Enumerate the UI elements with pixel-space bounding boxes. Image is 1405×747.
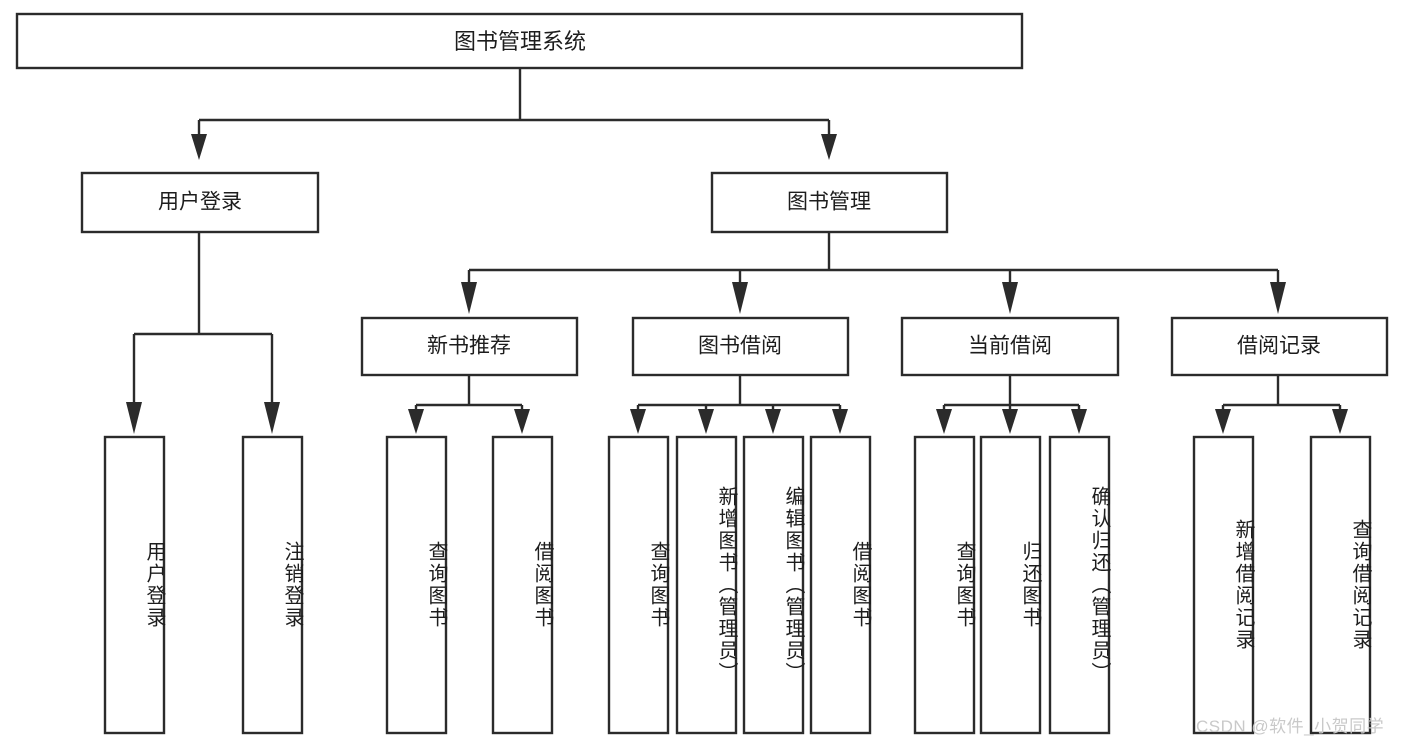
node-current-borrow-box[interactable] bbox=[900, 316, 1120, 377]
arrow-leaf-edit-book bbox=[765, 409, 781, 434]
arrow-leaf-query-record bbox=[1332, 409, 1348, 434]
node-root-box[interactable] bbox=[15, 12, 1024, 70]
watermark-text: CSDN @软件_小贺同学 bbox=[1196, 717, 1385, 736]
arrow-leaf-add-book bbox=[698, 409, 714, 434]
node-root-label: 图书管理系统 bbox=[454, 29, 586, 54]
node-leaf-query-book-2-box[interactable] bbox=[607, 435, 670, 735]
node-user-login[interactable]: 用户登录 bbox=[80, 171, 320, 234]
node-borrow-record[interactable]: 借阅记录 bbox=[1170, 316, 1389, 377]
node-current-borrow[interactable]: 当前借阅 bbox=[900, 316, 1120, 377]
node-borrow-record-box[interactable] bbox=[1170, 316, 1389, 377]
node-leaf-logout-box[interactable] bbox=[241, 435, 304, 735]
node-book-manage-label: 图书管理 bbox=[787, 191, 871, 214]
node-new-book-recommend-label: 新书推荐 bbox=[427, 335, 511, 358]
arrow-leaf-borrow-book-1 bbox=[514, 409, 530, 434]
node-root[interactable]: 图书管理系统 bbox=[15, 12, 1024, 70]
node-user-login-label: 用户登录 bbox=[158, 191, 242, 214]
node-leaf-query-book-1-box[interactable] bbox=[385, 435, 448, 735]
arrow-leaf-user-login bbox=[126, 402, 142, 434]
node-book-borrow-label: 图书借阅 bbox=[698, 335, 782, 358]
node-book-manage[interactable]: 图书管理 bbox=[710, 171, 949, 234]
node-leaf-borrow-book-1-box[interactable] bbox=[491, 435, 554, 735]
arrow-to-current-borrow bbox=[1002, 282, 1018, 314]
arrow-leaf-borrow-book-2 bbox=[832, 409, 848, 434]
node-book-manage-box[interactable] bbox=[710, 171, 949, 234]
node-borrow-record-label: 借阅记录 bbox=[1237, 335, 1321, 358]
node-user-login-box[interactable] bbox=[80, 171, 320, 234]
arrow-leaf-query-book-3 bbox=[936, 409, 952, 434]
arrow-to-book-borrow bbox=[732, 282, 748, 314]
node-leaf-query-book-3-box[interactable] bbox=[913, 435, 976, 735]
connector-layer bbox=[126, 68, 1348, 434]
arrow-to-borrow-record bbox=[1270, 282, 1286, 314]
arrow-to-user-login bbox=[191, 134, 207, 160]
arrow-leaf-confirm-return bbox=[1071, 409, 1087, 434]
node-book-borrow-box[interactable] bbox=[631, 316, 850, 377]
node-leaf-add-book-box[interactable] bbox=[675, 435, 738, 735]
arrow-leaf-query-book-1 bbox=[408, 409, 424, 434]
node-leaf-return-book-box[interactable] bbox=[979, 435, 1042, 735]
arrow-leaf-add-record bbox=[1215, 409, 1231, 434]
node-current-borrow-label: 当前借阅 bbox=[968, 335, 1052, 358]
arrow-to-new-book-recommend bbox=[461, 282, 477, 314]
node-leaf-add-record-box[interactable] bbox=[1192, 435, 1255, 735]
node-new-book-recommend[interactable]: 新书推荐 bbox=[360, 316, 579, 377]
node-new-book-recommend-box[interactable] bbox=[360, 316, 579, 377]
node-leaf-user-login-box[interactable] bbox=[103, 435, 166, 735]
arrow-leaf-return-book bbox=[1002, 409, 1018, 434]
node-book-borrow[interactable]: 图书借阅 bbox=[631, 316, 850, 377]
node-leaf-borrow-book-2-box[interactable] bbox=[809, 435, 872, 735]
node-leaf-confirm-return-box[interactable] bbox=[1048, 435, 1111, 735]
node-leaf-query-record-box[interactable] bbox=[1309, 435, 1372, 735]
arrow-leaf-query-book-2 bbox=[630, 409, 646, 434]
node-leaf-edit-book-box[interactable] bbox=[742, 435, 805, 735]
arrow-to-book-manage bbox=[821, 134, 837, 160]
arrow-leaf-logout bbox=[264, 402, 280, 434]
